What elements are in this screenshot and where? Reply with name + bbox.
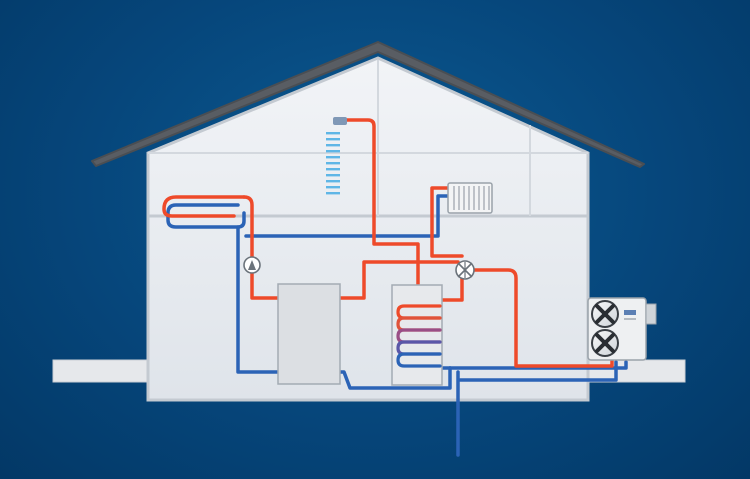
- hot-flow-pipes: [162, 118, 614, 368]
- fan-icon: [591, 300, 619, 328]
- hot-water-cylinder: [391, 284, 443, 386]
- buffer-tank: [277, 283, 341, 385]
- outdoor-heat-pump-unit: [587, 297, 657, 361]
- roof: [91, 41, 645, 168]
- brand-badge: [624, 310, 636, 315]
- fan-icon: [591, 329, 619, 357]
- house-walls: [146, 56, 590, 402]
- cylinder-heating-coil: [396, 304, 442, 368]
- shower-icon: [326, 117, 347, 195]
- circulation-pump-icon: [243, 256, 261, 274]
- house: [91, 41, 645, 402]
- radiator-icon: [447, 182, 493, 214]
- three-way-valve-icon: [455, 260, 475, 280]
